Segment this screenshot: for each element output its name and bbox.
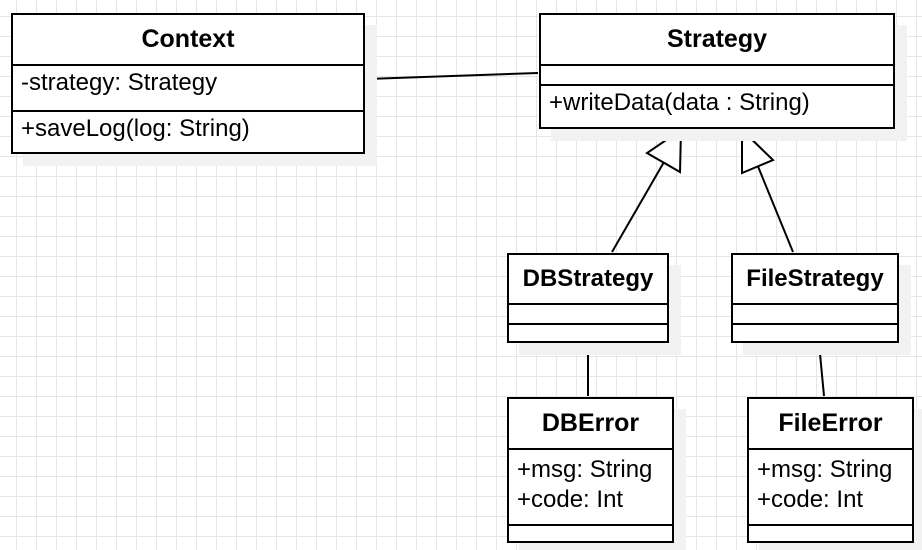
operations-compartment — [749, 526, 912, 532]
class-dberror[interactable]: DBError +msg: String +code: Int — [507, 397, 674, 543]
class-strategy[interactable]: Strategy +writeData(data : String) — [539, 13, 895, 129]
class-fileerror[interactable]: FileError +msg: String +code: Int — [747, 397, 914, 543]
class-name: Strategy — [541, 15, 893, 66]
inheritance-arrowhead-filestrategy — [741, 127, 775, 175]
operations-compartment — [509, 325, 667, 341]
inheritance-arrowhead-dbstrategy — [645, 128, 683, 174]
operations-compartment — [733, 325, 897, 341]
attribute-row: -strategy: Strategy — [21, 69, 218, 96]
class-name: DBError — [509, 399, 672, 450]
class-context[interactable]: Context -strategy: Strategy +saveLog(log… — [11, 13, 365, 154]
attributes-compartment: +msg: String +code: Int — [509, 450, 672, 526]
class-filestrategy[interactable]: FileStrategy — [731, 253, 899, 343]
class-name: DBStrategy — [509, 255, 667, 305]
association-filestrategy-fileerror — [818, 342, 825, 397]
attributes-compartment — [733, 305, 897, 325]
attributes-compartment: +msg: String +code: Int — [749, 450, 912, 526]
operation-row: +saveLog(log: String) — [21, 115, 250, 142]
attribute-row: +code: Int — [757, 486, 864, 513]
operations-compartment: +saveLog(log: String) — [13, 112, 363, 146]
association-context-strategy — [365, 72, 539, 80]
class-dbstrategy[interactable]: DBStrategy — [507, 253, 669, 343]
operation-row: +writeData(data : String) — [549, 89, 810, 116]
attributes-compartment: -strategy: Strategy — [13, 66, 363, 112]
class-name: FileError — [749, 399, 912, 450]
attribute-row: +code: Int — [517, 486, 624, 513]
generalization-line-filestrategy — [756, 163, 794, 253]
operations-compartment: +writeData(data : String) — [541, 86, 893, 120]
attribute-row: +msg: String — [517, 456, 653, 483]
attribute-row: +msg: String — [757, 456, 893, 483]
attributes-compartment — [509, 305, 667, 325]
class-name: FileStrategy — [733, 255, 897, 305]
class-name: Context — [13, 15, 363, 66]
operations-compartment — [509, 526, 672, 532]
generalization-line-dbstrategy — [611, 161, 665, 253]
attributes-compartment — [541, 66, 893, 86]
